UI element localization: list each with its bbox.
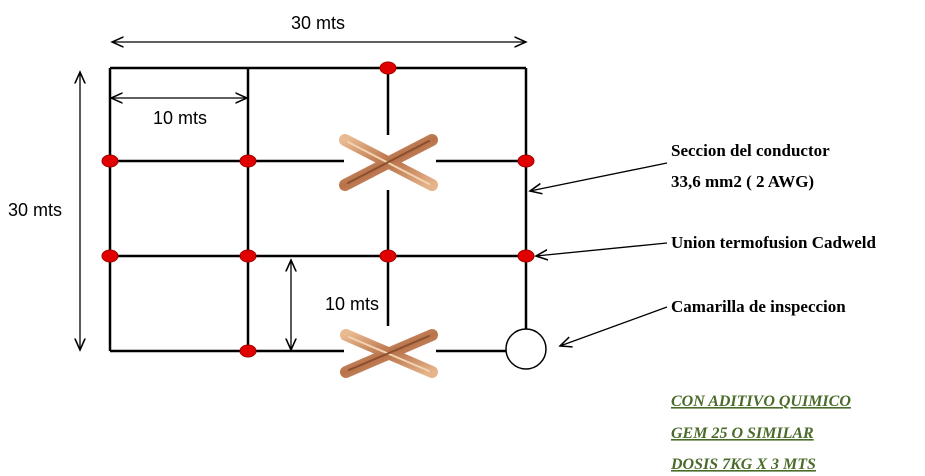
inspection-callout-arrow — [560, 306, 668, 346]
cell-width-label: 10 mts — [153, 108, 207, 128]
note-line: GEM 25 O SIMILAR — [671, 425, 814, 442]
inspection-chamber-icon — [505, 328, 547, 370]
union-node — [379, 61, 397, 75]
conductor-grid — [108, 66, 528, 353]
union-node — [101, 154, 119, 168]
union-node — [517, 154, 535, 168]
note-line: CON ADITIVO QUIMICO — [671, 393, 851, 410]
conductor-size-label: 33,6 mm2 ( 2 AWG) — [671, 172, 814, 191]
top-dimension-label: 30 mts — [291, 13, 345, 33]
union-node — [239, 154, 257, 168]
copper-cable-t-icon — [340, 329, 438, 378]
union-node — [101, 249, 119, 263]
cell-height-label: 10 mts — [325, 294, 379, 314]
note-line: DOSIS 7KG X 3 MTS — [670, 456, 816, 473]
union-callout-arrow — [536, 242, 668, 256]
copper-cable-x-icon — [339, 134, 438, 191]
conductor-callout-arrow — [530, 162, 668, 191]
conductor-section-label: Seccion del conductor — [671, 141, 830, 160]
union-node — [379, 249, 397, 263]
union-node — [517, 249, 535, 263]
union-label: Union termofusion Cadweld — [671, 233, 877, 252]
left-dimension-label: 30 mts — [8, 200, 62, 220]
union-nodes — [101, 61, 535, 358]
union-node — [239, 249, 257, 263]
inspection-label: Camarilla de inspeccion — [671, 297, 846, 316]
union-node — [239, 344, 257, 358]
